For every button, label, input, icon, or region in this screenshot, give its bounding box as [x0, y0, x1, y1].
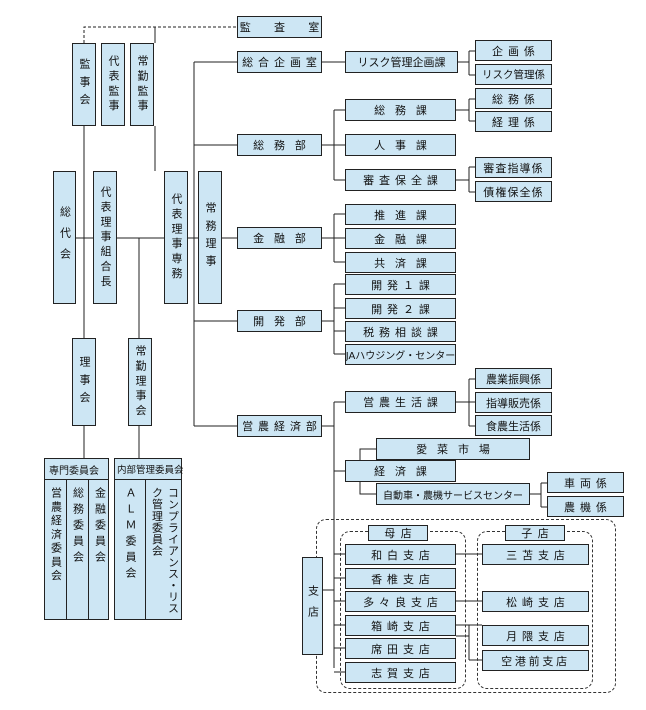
section-development-1: 開発１課	[345, 274, 456, 295]
parent-branch-title: 母店	[368, 525, 428, 541]
auditors-board: 監事会	[72, 43, 96, 126]
branches-label: 支店	[302, 557, 323, 655]
branch-kukomae: 空港前支店	[482, 650, 589, 671]
specialist-committees-title: 専門委員会	[45, 459, 108, 480]
branch-matsuzaki: 松崎支店	[482, 591, 589, 612]
representative-senmu: 代表理事専務	[164, 171, 188, 304]
branch-tatara: 多々良支店	[345, 591, 456, 612]
section-personnel: 人事課	[345, 134, 456, 156]
section-finance: 金融課	[345, 228, 456, 249]
committee-col-alm: ＡＬＭ委員会	[115, 479, 145, 619]
committee-kinyu: 金融委員会	[93, 487, 107, 567]
fulltime-directors-board: 常勤理事会	[128, 338, 152, 426]
representative-auditor-label: 代表監事	[107, 54, 120, 115]
managing-director: 常務理事	[198, 171, 222, 304]
committee-alm: ＡＬＭ委員会	[124, 487, 137, 583]
section-economy: 経済課	[345, 460, 456, 482]
unit-general-affairs: 総務係	[475, 88, 552, 109]
dept-general-affairs: 総務部	[237, 134, 322, 156]
committee-eino: 営農経済委員会	[49, 487, 63, 584]
committee-compliance: コンプライアンス・リスク管理委員会	[150, 487, 180, 615]
branch-kashii: 香椎支店	[345, 568, 456, 589]
general-delegates-meeting: 総代会	[53, 171, 76, 304]
branch-tsukiguma: 月隈支店	[482, 625, 589, 646]
branches-label-text: 支店	[306, 585, 320, 627]
unit-vehicles: 車両係	[547, 472, 624, 493]
fulltime-directors-board-label: 常勤理事会	[134, 344, 147, 420]
audit-office: 監 査 室	[237, 16, 322, 38]
committee-somu: 総務委員会	[71, 487, 85, 567]
representative-president: 代表理事組合長	[93, 171, 117, 304]
unit-farm-machinery: 農機係	[547, 496, 624, 517]
section-general-affairs: 総務課	[345, 99, 456, 121]
section-mutual-aid: 共済課	[345, 252, 456, 273]
fulltime-auditor-label: 常勤監事	[136, 54, 149, 115]
fulltime-auditor: 常勤監事	[130, 43, 154, 126]
representative-president-label: 代表理事組合長	[99, 185, 112, 290]
section-farming-life: 営農生活課	[345, 391, 456, 413]
unit-agri-promotion: 農業振興係	[475, 368, 552, 389]
section-development-2: 開発２課	[345, 298, 456, 319]
representative-auditor: 代表監事	[101, 43, 125, 126]
managing-director-label: 常務理事	[204, 202, 217, 273]
board-of-directors: 理事会	[72, 338, 96, 426]
committee-col-2: 総務委員会	[66, 479, 88, 619]
child-branch-title: 子店	[505, 525, 565, 541]
committee-col-compliance: コンプライアンス・リスク管理委員会	[145, 479, 183, 619]
unit-review-guidance: 審査指導係	[475, 157, 552, 178]
dept-development: 開発部	[237, 310, 322, 332]
unit-food-agri-life: 食農生活係	[475, 415, 552, 436]
internal-control-committees-title: 内部管理委員会	[115, 459, 184, 480]
committee-col-1: 営農経済委員会	[45, 479, 66, 619]
section-promotion: 推進課	[345, 204, 456, 225]
section-auto-machinery-center: 自動車・農機サービスセンター	[376, 483, 530, 505]
section-aisai-market: 愛菜市場	[376, 438, 530, 460]
section-ja-housing: JAハウジング・センター	[345, 344, 456, 365]
dept-farming-economy: 営農経済部	[237, 415, 322, 437]
dept-finance: 金融部	[237, 227, 322, 249]
general-delegates-meeting-label: 総代会	[58, 206, 72, 269]
specialist-committees: 専門委員会 営農経済委員会 総務委員会 金融委員会	[44, 458, 109, 620]
branch-hakozaki: 箱崎支店	[345, 615, 456, 636]
unit-planning: 企画係	[475, 40, 552, 61]
unit-guidance-sales: 指導販売係	[475, 392, 552, 413]
auditors-board-label: 監事会	[78, 58, 91, 111]
board-of-directors-label: 理事会	[78, 355, 91, 409]
branch-mitoma: 三苫支店	[482, 544, 589, 565]
branch-shika: 志賀支店	[345, 662, 456, 683]
section-review-preservation: 審査保全課	[345, 169, 456, 191]
unit-accounting: 経理係	[475, 111, 552, 132]
section-risk-planning: リスク管理企画課	[345, 51, 458, 73]
unit-credit-preservation: 債権保全係	[475, 181, 552, 202]
branch-wajiro: 和白支店	[345, 544, 456, 565]
representative-senmu-label: 代表理事専務	[170, 192, 183, 283]
section-tax-consultation: 税務相談課	[345, 321, 456, 342]
unit-risk-management: リスク管理係	[475, 64, 552, 85]
committee-col-3: 金融委員会	[88, 479, 110, 619]
dept-general-planning: 総合企画室	[237, 51, 322, 73]
branch-mushiroda: 席田支店	[345, 638, 456, 659]
internal-control-committees: 内部管理委員会 ＡＬＭ委員会 コンプライアンス・リスク管理委員会	[114, 458, 184, 620]
